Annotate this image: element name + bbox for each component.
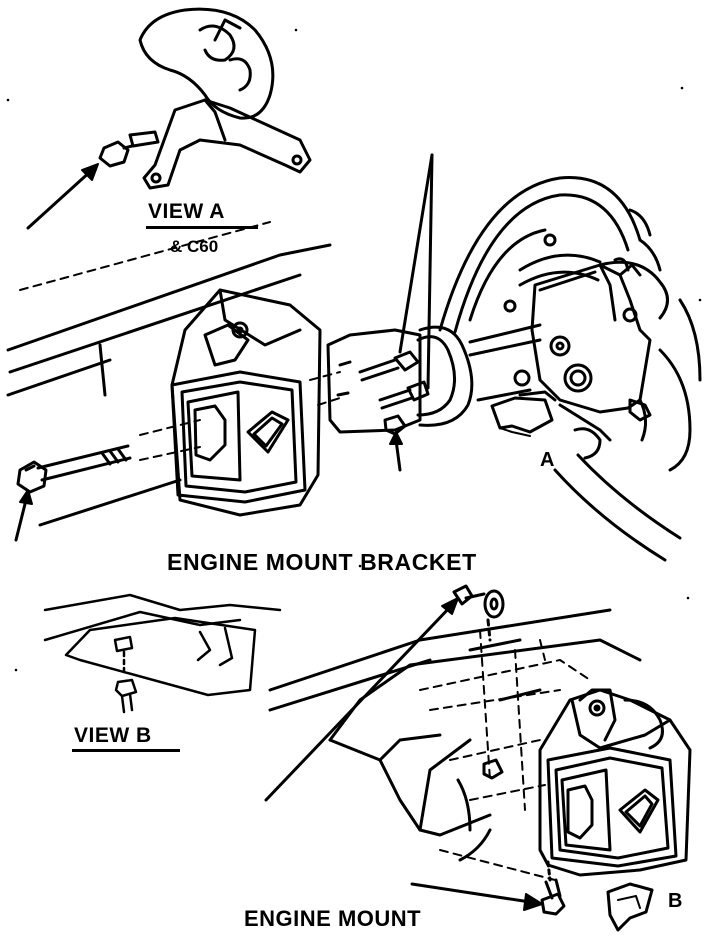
callout-b-label: B [668, 890, 683, 912]
view-a-label: VIEW A [148, 200, 225, 223]
view-a-underline [146, 226, 258, 229]
mid-nut [458, 760, 502, 830]
engine-block [470, 210, 700, 560]
view-a-sub-label: & C60 [170, 237, 219, 256]
view-b-underline [72, 749, 180, 752]
view-a-arrow [28, 170, 92, 228]
top-bolt-washer [454, 586, 503, 640]
callout-a-label: A [540, 449, 555, 471]
engine-mount-body [540, 690, 690, 875]
engine-flywheel [418, 178, 640, 426]
lower-frame [270, 610, 640, 860]
view-b-label: VIEW B [74, 724, 152, 747]
engine-mount-long-arrow [266, 605, 452, 800]
callout-b-marker [608, 884, 652, 930]
engine-mount-label: ENGINE MOUNT [244, 906, 422, 931]
engine-mount-bracket-body [172, 290, 320, 515]
bottom-bolt-arrow [412, 884, 530, 902]
engine-plate [328, 330, 428, 434]
view-b-illustration [45, 595, 280, 712]
callout-a-arrow-block [492, 398, 552, 436]
lower-dashed-guides [420, 630, 590, 880]
scan-specks [6, 28, 702, 672]
dashed-leaders [20, 222, 340, 460]
leader-line-right [428, 155, 432, 388]
bolt-arrow [16, 500, 26, 540]
through-bolt [18, 446, 130, 492]
bottom-bolt [542, 862, 564, 914]
leader-line-left [400, 155, 432, 352]
view-a-illustration [100, 9, 310, 188]
frame-rail [8, 245, 330, 525]
engine-mount-bracket-label: ENGINE MOUNT BRACKET [167, 549, 477, 575]
